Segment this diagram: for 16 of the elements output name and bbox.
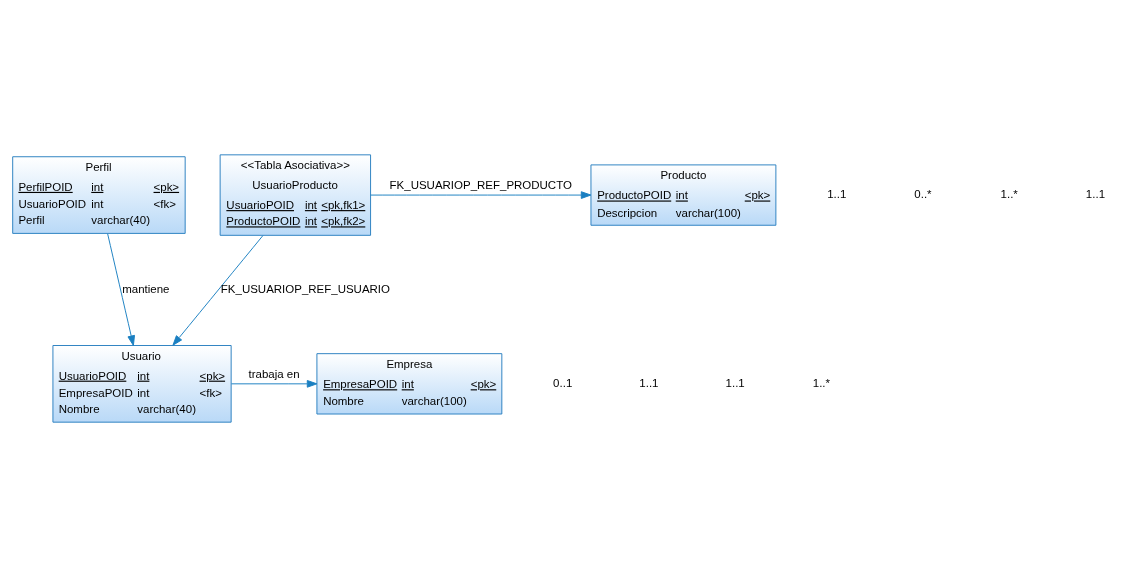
arrow bbox=[370, 190, 592, 199]
label: 0..* bbox=[914, 187, 932, 200]
edge-label: FK_USUARIOP_REF_USUARIO bbox=[220, 282, 390, 295]
label: 1..* bbox=[1000, 187, 1018, 200]
label: 1..1 bbox=[639, 376, 659, 389]
arrow bbox=[107, 232, 135, 346]
label: 1..* bbox=[812, 376, 831, 389]
edge-label: mantiene bbox=[122, 282, 170, 295]
label: 1..1 bbox=[1085, 187, 1106, 200]
arrow bbox=[172, 234, 264, 346]
arrow bbox=[230, 379, 318, 388]
edge-label: FK_USUARIOP_REF_PRODUCTO bbox=[389, 178, 572, 191]
edge-label: trabaja en bbox=[248, 367, 300, 380]
label: 1..1 bbox=[827, 187, 847, 200]
label: 0..1 bbox=[553, 376, 573, 389]
label: 1..1 bbox=[725, 376, 745, 389]
